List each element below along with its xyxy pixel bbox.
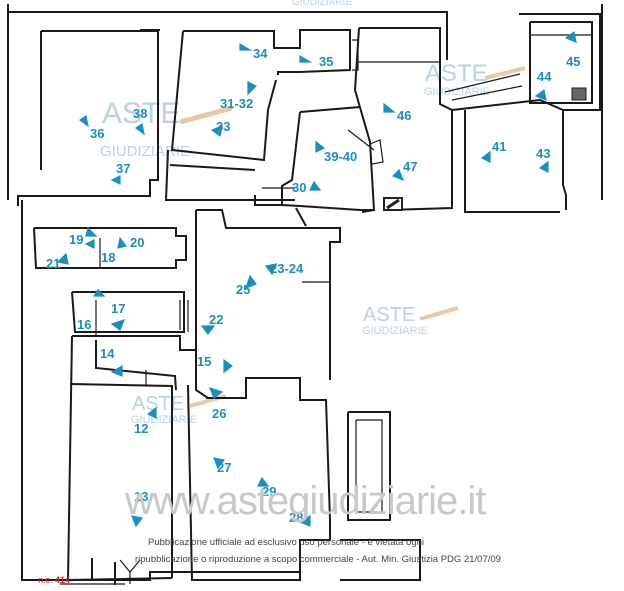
disclaimer-line-2: ripubblicazione o riproduzione a scopo c…	[135, 554, 501, 565]
room-label: 14	[100, 346, 115, 361]
room-label: 23-24	[270, 261, 304, 276]
svg-text:GIUDIZIARIE: GIUDIZIARIE	[362, 325, 428, 337]
room-label: 33	[216, 119, 230, 134]
disclaimer-line-1: Pubblicazione ufficiale ad esclusivo uso…	[148, 537, 424, 548]
room-label: 46	[397, 108, 411, 123]
room-label: 28	[289, 510, 303, 525]
room-label: 15	[197, 354, 211, 369]
room-label: 38	[133, 106, 147, 121]
svg-text:ASTE: ASTE	[363, 304, 415, 326]
room-label: 47	[403, 159, 417, 174]
room-label: 18	[101, 250, 115, 265]
room-label: 19	[69, 232, 83, 247]
watermark-url: www.astegiudiziarie.it	[124, 479, 486, 523]
room-label: 21	[46, 256, 60, 271]
svg-text:GIUDIZIARIE: GIUDIZIARIE	[100, 143, 190, 160]
room-label: 26	[212, 406, 226, 421]
room-label: 30	[292, 180, 306, 195]
svg-text:GIUDIZIARIE: GIUDIZIARIE	[424, 86, 490, 98]
watermark-logo: ASTE GIUDIZIARIE	[424, 60, 526, 98]
viewpoint-markers	[56, 30, 577, 528]
room-label: 39-40	[324, 149, 357, 164]
parcel-prefix: n.c.	[38, 575, 53, 585]
room-label: 35	[319, 54, 333, 69]
room-label: 16	[77, 317, 91, 332]
watermark-logo: ASTE GIUDIZIARIE	[362, 304, 459, 337]
watermark-logo: ASTE GIUDIZIARIE	[100, 97, 233, 160]
room-label: 43	[536, 146, 550, 161]
svg-text:ASTE: ASTE	[132, 393, 184, 415]
watermark-top-text: GIUDIZIARIE	[292, 0, 352, 8]
room-label: 36	[90, 126, 104, 141]
room-label: 37	[116, 161, 130, 176]
parcel-number: 414	[55, 575, 70, 585]
svg-text:GIUDIZIARIE: GIUDIZIARIE	[131, 414, 197, 426]
room-label: 41	[492, 139, 506, 154]
room-label: 45	[566, 54, 580, 69]
walls	[7, 4, 603, 585]
room-label: 13	[134, 489, 148, 504]
room-label: 12	[134, 421, 148, 436]
room-label: 22	[209, 312, 223, 327]
room-label: 34	[253, 46, 268, 61]
room-label: 20	[130, 235, 144, 250]
room-label: 29	[262, 484, 276, 499]
room-label: 27	[217, 460, 231, 475]
parcel-reference: n.c. 414	[38, 575, 70, 585]
room-label: 25	[236, 282, 250, 297]
room-label: 44	[537, 69, 552, 84]
room-labels: 34 35 31-32 33 38 36 37 46 47 39-40 30 4…	[46, 46, 580, 525]
room-label: 31-32	[220, 96, 253, 111]
svg-text:ASTE: ASTE	[425, 60, 488, 87]
room-label: 17	[111, 301, 125, 316]
